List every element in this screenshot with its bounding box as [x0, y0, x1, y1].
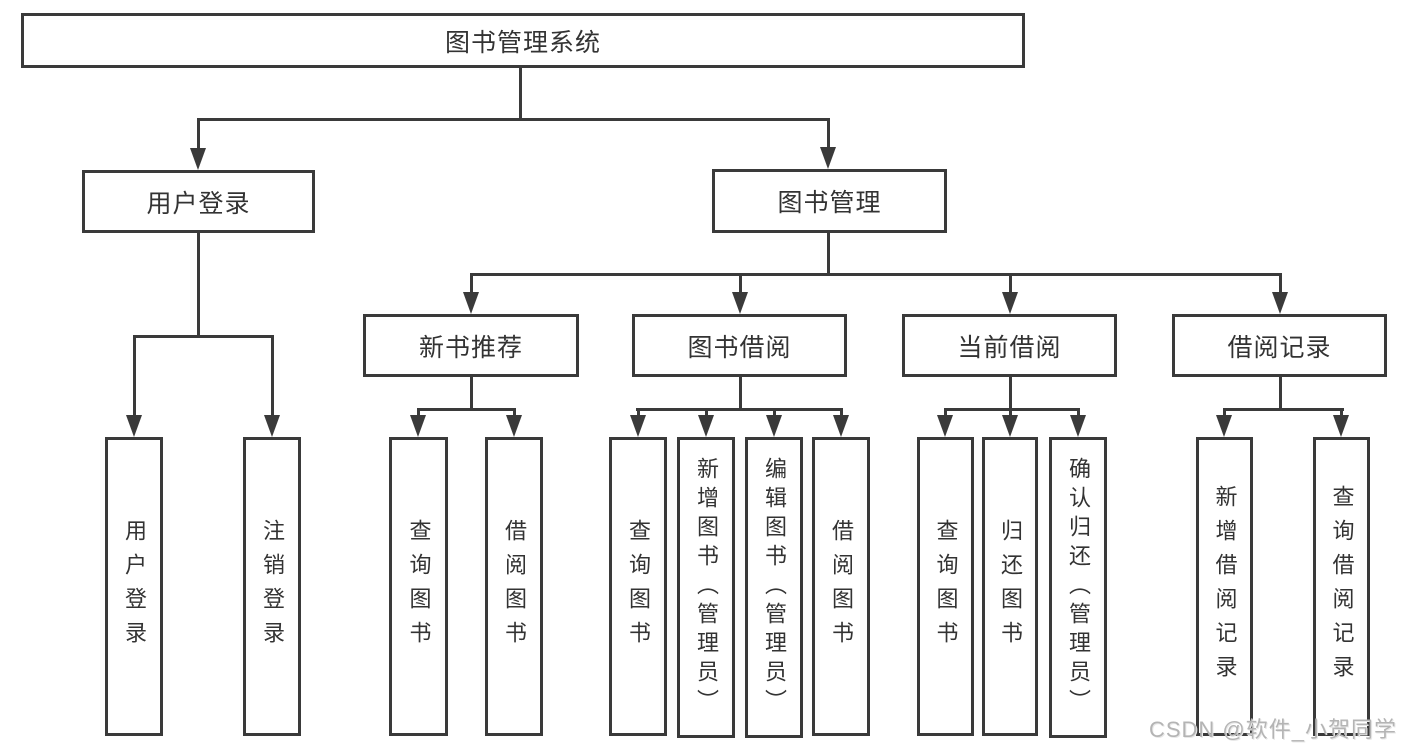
connector-to-user-login: [197, 118, 200, 150]
arrowhead-down: [766, 415, 782, 437]
connector-level3-branch: [470, 273, 1281, 276]
connector-to-current-borrow: [1009, 273, 1012, 295]
connector-to-bb-query: [637, 408, 640, 420]
arrowhead-down: [1002, 292, 1018, 314]
arrowhead-down: [833, 415, 849, 437]
connector-to-cb-confirm: [1077, 408, 1080, 420]
connector-new-book-stub: [470, 377, 473, 408]
leaf-record-query: 查询借阅记录: [1313, 437, 1370, 736]
leaf-user-login: 用户登录: [105, 437, 163, 736]
node-user-login: 用户登录: [82, 170, 315, 233]
connector-to-bb-add: [705, 408, 708, 420]
arrowhead-down: [463, 292, 479, 314]
connector-to-br-add: [1223, 408, 1226, 420]
connector-to-bb-edit: [773, 408, 776, 420]
node-borrow-record: 借阅记录: [1172, 314, 1387, 377]
node-library-system: 图书管理系统: [21, 13, 1025, 68]
leaf-borrow-add-admin: 新增图书（管理员）: [677, 437, 735, 738]
arrowhead-down: [1333, 415, 1349, 437]
leaf-borrow-edit-admin: 编辑图书（管理员）: [745, 437, 803, 738]
node-new-book-recommend: 新书推荐: [363, 314, 579, 377]
connector-level2-branch: [197, 118, 830, 121]
connector-to-br-query: [1340, 408, 1343, 420]
leaf-borrow-book: 借阅图书: [812, 437, 870, 736]
connector-to-new-book: [470, 273, 473, 295]
connector-new-book-branch: [417, 408, 516, 411]
connector-book-borrow-stub: [739, 377, 742, 408]
arrowhead-down: [506, 415, 522, 437]
connector-current-borrow-stub: [1009, 377, 1012, 408]
connector-to-bb-borrow: [840, 408, 843, 420]
arrowhead-down: [937, 415, 953, 437]
arrowhead-down: [630, 415, 646, 437]
node-current-borrow: 当前借阅: [902, 314, 1117, 377]
arrowhead-down: [1070, 415, 1086, 437]
leaf-current-query: 查询图书: [917, 437, 974, 736]
arrowhead-down: [410, 415, 426, 437]
connector-user-login-stub: [197, 233, 200, 335]
csdn-watermark: CSDN @软件_小贺同学: [1148, 717, 1397, 742]
connector-to-leaf-logout: [271, 335, 274, 419]
arrowhead-down: [190, 148, 206, 170]
leaf-confirm-return-admin: 确认归还（管理员）: [1049, 437, 1107, 738]
arrowhead-down: [820, 147, 836, 169]
connector-borrow-record-branch: [1223, 408, 1344, 411]
arrowhead-down: [264, 415, 280, 437]
leaf-record-add: 新增借阅记录: [1196, 437, 1253, 736]
connector-root-stub: [519, 67, 522, 118]
connector-current-borrow-branch: [944, 408, 1080, 411]
connector-to-nb-query: [417, 408, 420, 420]
node-book-borrow: 图书借阅: [632, 314, 847, 377]
connector-book-mgmt-stub: [827, 233, 830, 273]
connector-borrow-record-stub: [1279, 377, 1282, 408]
leaf-borrow-query: 查询图书: [609, 437, 667, 736]
connector-to-book-mgmt: [827, 118, 830, 150]
leaf-current-return: 归还图书: [982, 437, 1038, 736]
arrowhead-down: [1272, 292, 1288, 314]
node-book-management: 图书管理: [712, 169, 947, 233]
connector-to-cb-return: [1009, 408, 1012, 420]
connector-to-cb-query: [944, 408, 947, 420]
arrowhead-down: [698, 415, 714, 437]
connector-to-leaf-user-login: [133, 335, 136, 419]
arrowhead-down: [126, 415, 142, 437]
connector-to-borrow-record: [1279, 273, 1282, 295]
connector-to-book-borrow: [739, 273, 742, 295]
connector-user-login-branch: [133, 335, 274, 338]
connector-book-borrow-branch: [636, 408, 843, 411]
arrowhead-down: [1216, 415, 1232, 437]
leaf-newbook-borrow: 借阅图书: [485, 437, 543, 736]
leaf-logout: 注销登录: [243, 437, 301, 736]
arrowhead-down: [1002, 415, 1018, 437]
leaf-newbook-query: 查询图书: [389, 437, 448, 736]
arrowhead-down: [732, 292, 748, 314]
connector-to-nb-borrow: [513, 408, 516, 420]
